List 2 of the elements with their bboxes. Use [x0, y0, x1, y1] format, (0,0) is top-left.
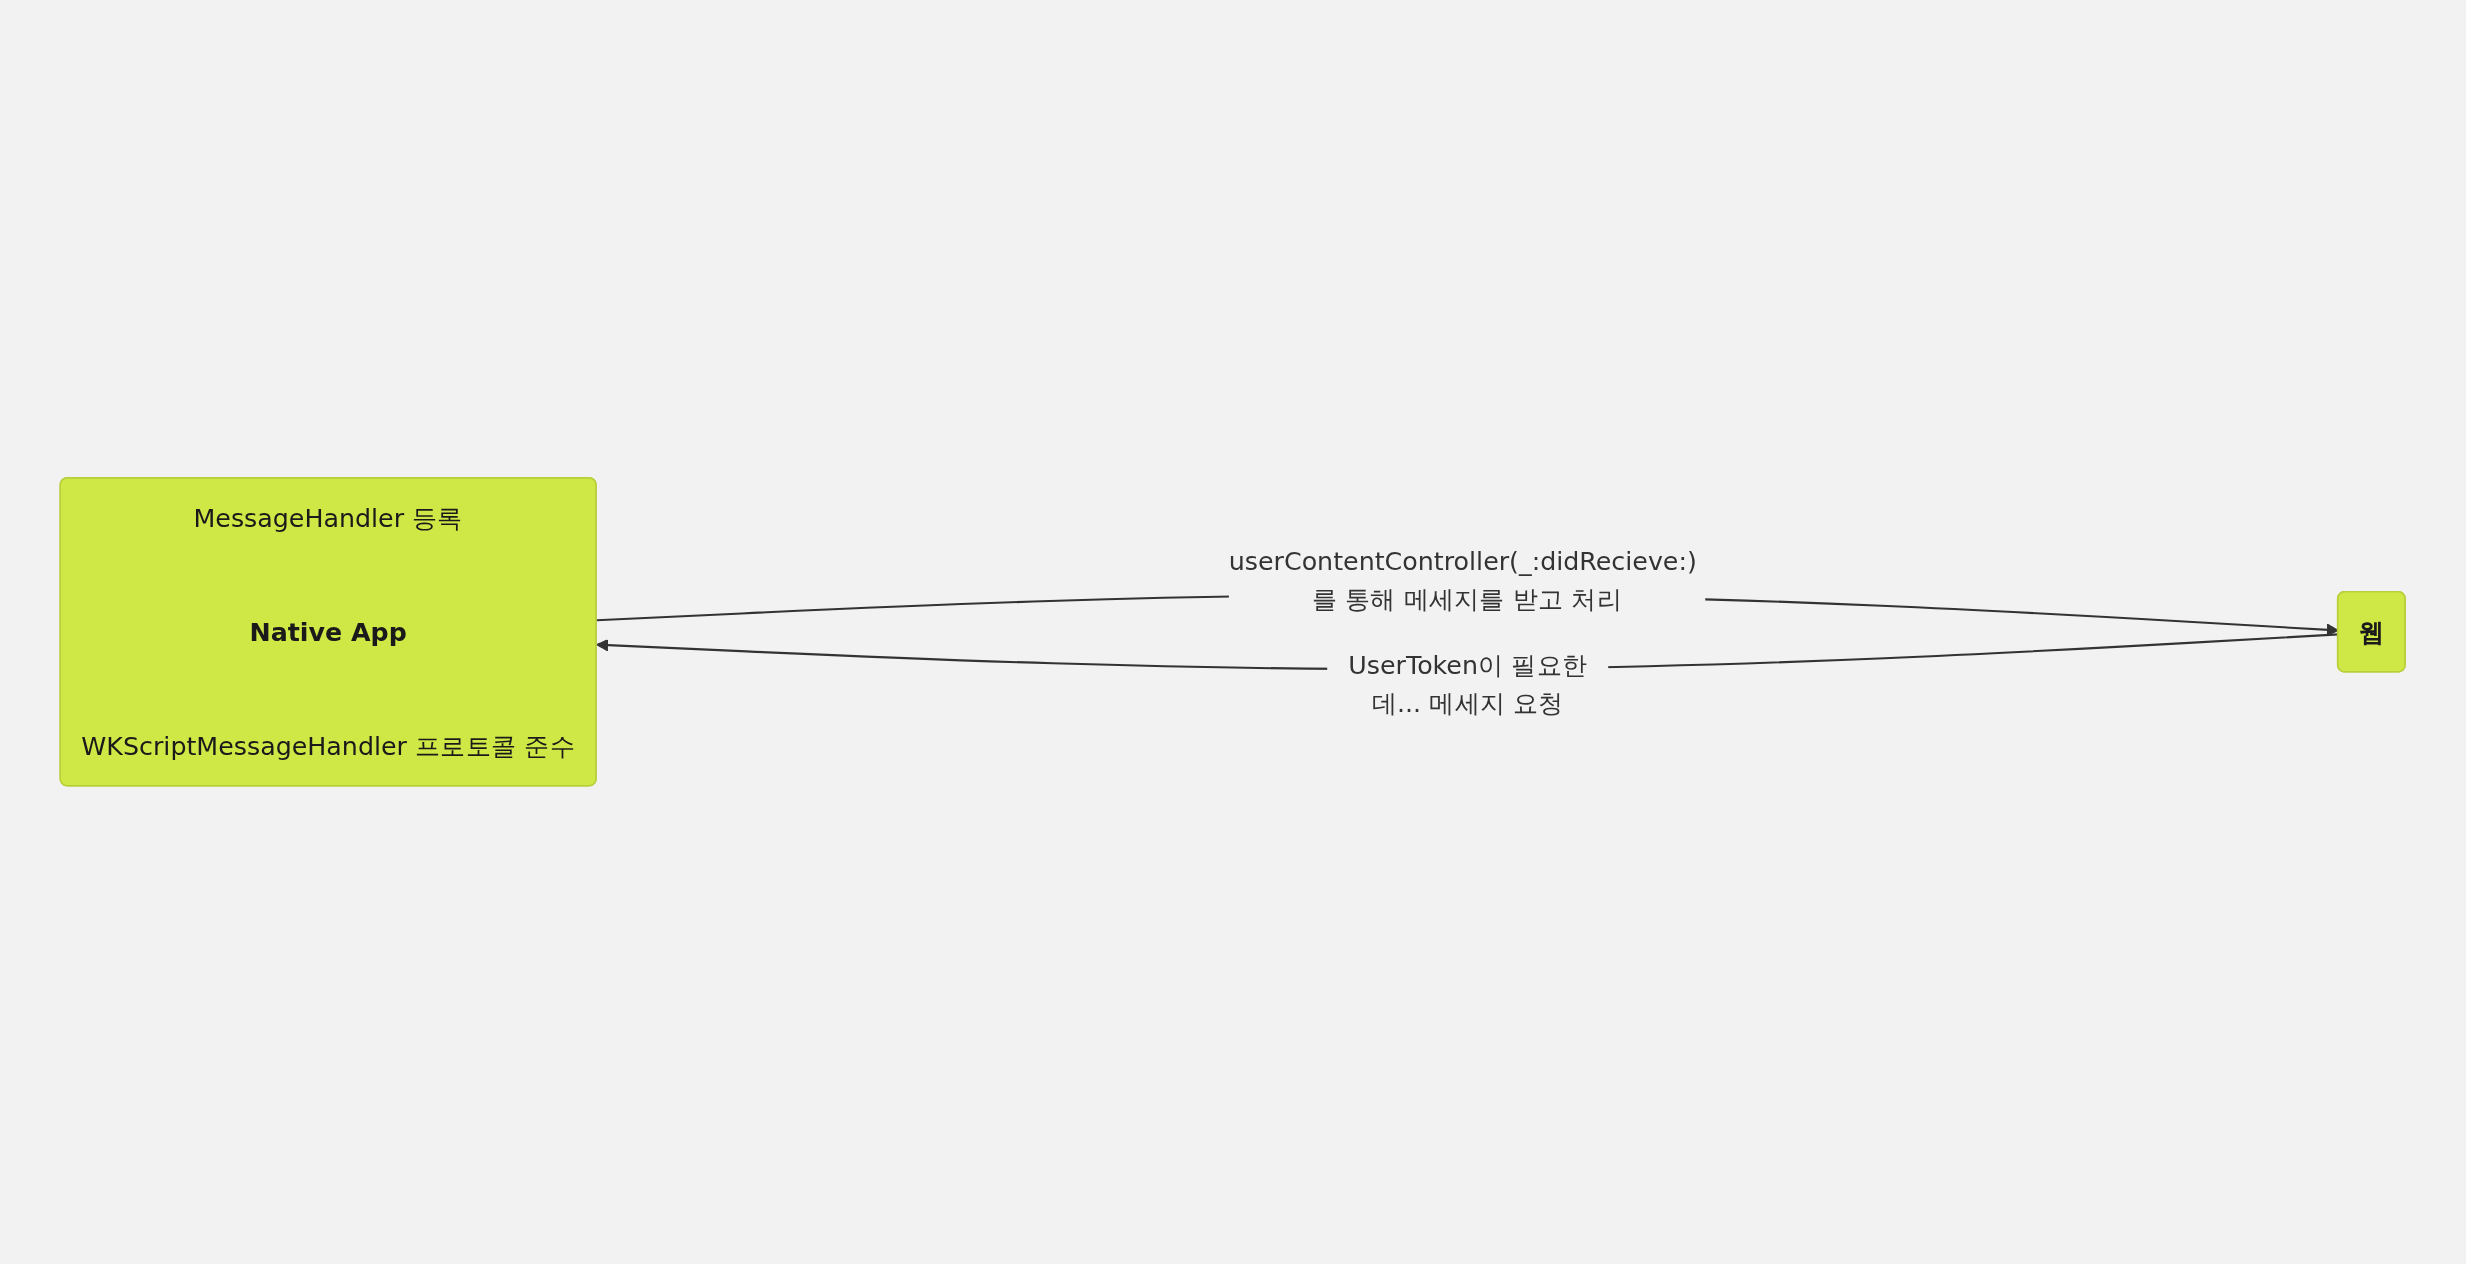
edge-label: UserToken이 필요한데... 메세지 요청 [1348, 650, 1588, 718]
edge-label: userContentController(_:didRecieve:) 를 통해 메세지를 받고 처리 [1229, 546, 1698, 614]
